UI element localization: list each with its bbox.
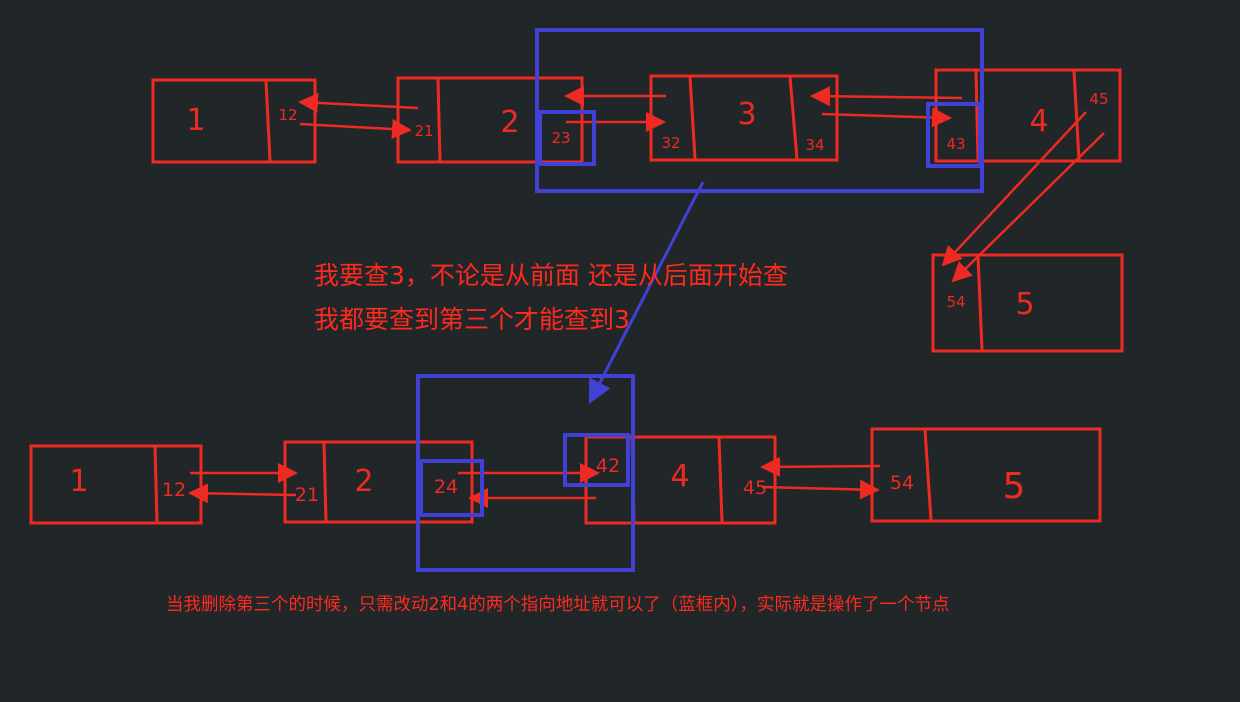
pointer-arrow bbox=[941, 111, 1087, 267]
top-highlight bbox=[535, 28, 984, 405]
connector-arrow bbox=[588, 181, 705, 405]
pointer-arrow bbox=[760, 456, 881, 477]
pointer-label: 24 bbox=[434, 476, 458, 498]
pointer-arrow bbox=[821, 107, 952, 128]
top-node-2 bbox=[396, 76, 584, 164]
pointer-arrow bbox=[761, 479, 880, 500]
top-list-pointers bbox=[298, 86, 1105, 283]
pointer-label: 21 bbox=[414, 122, 433, 140]
node-value: 4 bbox=[670, 459, 689, 494]
node-value: 2 bbox=[354, 464, 373, 499]
pointer-label: 43 bbox=[946, 135, 965, 153]
highlight-pointer-box bbox=[926, 102, 982, 168]
pointer-arrow bbox=[299, 119, 412, 140]
top-node-1 bbox=[151, 78, 317, 164]
bottom-list-pointers bbox=[188, 456, 881, 508]
pointer-label: 12 bbox=[162, 479, 186, 501]
pointer-arrow bbox=[188, 483, 297, 504]
search-explanation-line-1: 我要查3，不论是从前面 还是从后面开始查 bbox=[314, 261, 788, 290]
bottom-list-labels: 1 12 21 2 24 42 4 45 54 5 bbox=[69, 455, 1025, 507]
pointer-label: 45 bbox=[743, 477, 767, 499]
pointer-label: 45 bbox=[1089, 90, 1108, 108]
node-value: 5 bbox=[1015, 287, 1034, 322]
node-value: 3 bbox=[737, 97, 756, 132]
pointer-label: 21 bbox=[295, 484, 319, 506]
pointer-label: 42 bbox=[596, 455, 620, 477]
node-value: 4 bbox=[1029, 104, 1048, 139]
highlight-frame bbox=[535, 28, 984, 193]
pointer-label: 54 bbox=[946, 293, 965, 311]
pointer-arrow bbox=[810, 86, 963, 107]
pointer-label: 23 bbox=[551, 129, 570, 147]
search-explanation-line-2: 我都要查到第三个才能查到3 bbox=[314, 305, 630, 334]
highlight-pointer-box bbox=[419, 459, 484, 517]
node-value: 2 bbox=[500, 105, 519, 140]
pointer-arrow bbox=[298, 92, 419, 113]
top-linked-list bbox=[151, 68, 1124, 353]
highlight-frame bbox=[416, 374, 635, 572]
bottom-linked-list bbox=[29, 427, 1102, 525]
node-value: 1 bbox=[69, 464, 88, 499]
highlight-pointer-box bbox=[563, 433, 630, 487]
highlight-pointer-box bbox=[538, 110, 596, 166]
node-value: 5 bbox=[1003, 466, 1026, 507]
bottom-highlight bbox=[416, 374, 635, 572]
top-list-labels: 1 12 21 2 23 32 3 34 43 4 45 54 5 bbox=[186, 90, 1108, 322]
pointer-label: 12 bbox=[278, 106, 297, 124]
pointer-label: 54 bbox=[890, 472, 914, 494]
bottom-node-5 bbox=[870, 427, 1102, 523]
pointer-label: 32 bbox=[661, 134, 680, 152]
delete-explanation: 当我删除第三个的时候，只需改动2和4的两个指向地址就可以了（蓝框内），实际就是操… bbox=[166, 595, 950, 615]
pointer-label: 34 bbox=[805, 136, 824, 154]
node-value: 1 bbox=[186, 103, 205, 138]
top-node-5 bbox=[931, 253, 1124, 353]
pointer-arrow bbox=[951, 132, 1105, 283]
